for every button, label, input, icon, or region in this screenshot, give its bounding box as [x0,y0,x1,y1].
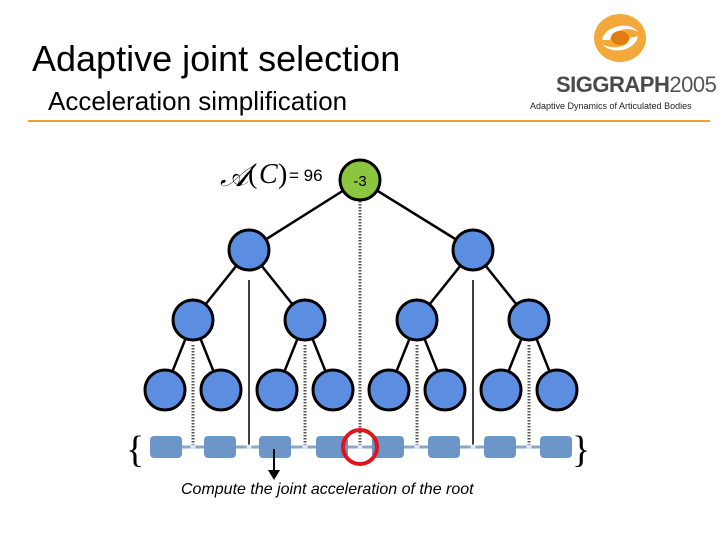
node-leaf [143,368,187,412]
caption-arrow-head [268,470,280,480]
siggraph-brand: SIGGRAPH2005 [556,72,717,98]
node-leaf [255,368,299,412]
node-leaf [367,368,411,412]
right-brace: } [572,429,590,471]
formula-argument: C [259,159,278,190]
brand-name: SIGGRAPH [556,72,670,97]
joint-dot [526,444,532,450]
edge-root-left [248,178,361,252]
root-joint-highlight [341,428,379,466]
node-leaf [311,368,355,412]
node-level2 [171,298,215,342]
swirl-logo-icon [594,14,646,62]
root-label: -3 [353,173,366,190]
formula-paren-close: ) [278,159,288,190]
node-level2 [395,298,439,342]
chain-link [540,436,572,458]
diagram-caption: Compute the joint acceleration of the ro… [181,481,474,498]
node-leaf [535,368,579,412]
joint-dot [246,444,252,450]
formula-symbol: 𝒜 [220,160,249,193]
chain-link [204,436,236,458]
chain-link [484,436,516,458]
articulated-chain [150,436,572,458]
node-level1-right [451,228,495,272]
joint-dot [470,444,476,450]
node-root [338,158,382,202]
chain-link [316,436,348,458]
chain-link [372,436,404,458]
node-level1-left [227,228,271,272]
brand-year: 2005 [669,72,717,97]
formula-paren-open: ( [248,159,258,190]
chain-link [150,436,182,458]
node-level2 [283,298,327,342]
chain-link [428,436,460,458]
joint-dot [357,444,363,450]
left-brace: { [126,429,144,471]
joint-dot [414,444,420,450]
slide-subtitle: Acceleration simplification [48,86,348,116]
tree-nodes: -3 [143,158,579,412]
node-level2 [507,298,551,342]
node-leaf [423,368,467,412]
chain-link [259,436,291,458]
joint-dot [190,444,196,450]
title-underline [28,120,710,122]
brand-caption: Adaptive Dynamics of Articulated Bodies [530,101,692,111]
edge-root-right [359,178,474,252]
node-leaf [199,368,243,412]
node-leaf [479,368,523,412]
joint-dot [302,444,308,450]
formula-value: = 96 [289,166,323,185]
slide-title: Adaptive joint selection [32,38,401,79]
